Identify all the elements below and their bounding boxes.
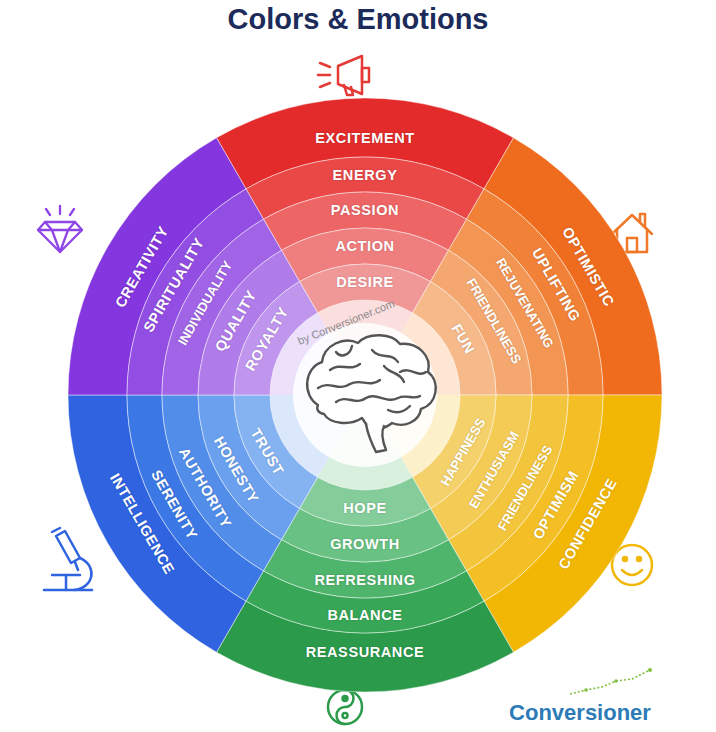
band-label: GROWTH: [330, 536, 400, 553]
band-fill: [300, 477, 431, 526]
center-circle: [293, 323, 437, 467]
band-label: REASSURANCE: [306, 644, 425, 661]
band-label: ENERGY: [333, 167, 398, 184]
diamond-icon: [38, 206, 82, 252]
brain-icon: [307, 335, 436, 452]
emotion-word: ENERGY: [333, 167, 398, 184]
band-fill: [300, 264, 431, 313]
title: Colors & Emotions: [0, 2, 716, 37]
megaphone-icon: [318, 56, 369, 95]
band-fill: [217, 601, 514, 692]
logo-chart: [570, 668, 652, 694]
band-label: REFRESHING: [314, 572, 415, 589]
emotion-word: PASSION: [331, 202, 399, 219]
band-fill: [413, 395, 497, 508]
emotion-word: ACTION: [335, 238, 394, 255]
band-fill: [217, 98, 514, 189]
band-label: EXCITEMENT: [315, 130, 414, 147]
band-label: ACTION: [335, 238, 394, 255]
band-label: BALANCE: [327, 607, 402, 624]
band-label: PASSION: [331, 202, 399, 219]
emotion-band: HOPE: [297, 475, 433, 528]
microscope-icon: [44, 528, 92, 590]
band-label: DESIRE: [336, 274, 394, 291]
emotion-word: REFRESHING: [314, 572, 415, 589]
emotion-word: GROWTH: [330, 536, 400, 553]
emotion-word: REASSURANCE: [306, 644, 425, 661]
emotion-word: HOPE: [343, 500, 387, 517]
band-label: HOPE: [343, 500, 387, 517]
emotion-word: BALANCE: [327, 607, 402, 624]
brand-logo: Conversioner: [509, 700, 651, 726]
emotion-word: EXCITEMENT: [315, 130, 414, 147]
band-fill: [234, 395, 318, 508]
yin-yang-icon: [328, 690, 362, 724]
band-fill: [413, 282, 497, 395]
emotion-word: DESIRE: [336, 274, 394, 291]
